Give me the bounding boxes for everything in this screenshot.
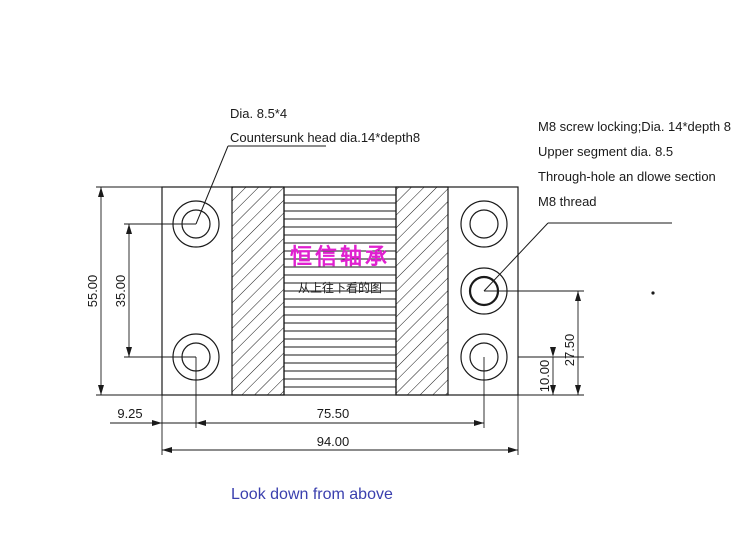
stray-dot — [651, 291, 655, 295]
rail-lines — [284, 194, 396, 388]
right-note-line1: M8 screw locking;Dia. 14*depth 8 — [538, 119, 731, 134]
extension-lines — [96, 186, 584, 455]
dim-left-hole-offset: 9.25 — [117, 406, 142, 421]
hole-top-right — [460, 200, 508, 248]
dimension-lines — [100, 187, 579, 451]
dim-height-overall: 55.00 — [85, 275, 100, 308]
dim-bottom-hole-offset: 10.00 — [537, 360, 552, 393]
right-note-line4: M8 thread — [538, 194, 597, 209]
watermark-subtitle: 从上往下看的图 — [298, 280, 382, 295]
dim-hole-spacing-horizontal: 75.50 — [317, 406, 350, 421]
left-hatched-section — [231, 186, 285, 396]
dim-hole-spacing-vertical: 35.00 — [113, 275, 128, 308]
right-note-leader — [483, 222, 672, 292]
left-note-leader — [195, 145, 326, 225]
caption: Look down from above — [231, 486, 393, 503]
dim-width-overall: 94.00 — [317, 434, 350, 449]
right-note-line2: Upper segment dia. 8.5 — [538, 144, 673, 159]
dim-center-to-bottom-hole: 27.50 — [562, 334, 577, 367]
right-note-line3: Through-hole an dlowe section — [538, 169, 716, 184]
left-note-line1: Dia. 8.5*4 — [230, 106, 287, 121]
right-hatched-section — [395, 186, 449, 396]
arrowheads — [98, 187, 581, 453]
watermark-brand: 恒信轴承 — [290, 244, 390, 270]
left-note-line2: Countersunk head dia.14*depth8 — [230, 130, 420, 145]
